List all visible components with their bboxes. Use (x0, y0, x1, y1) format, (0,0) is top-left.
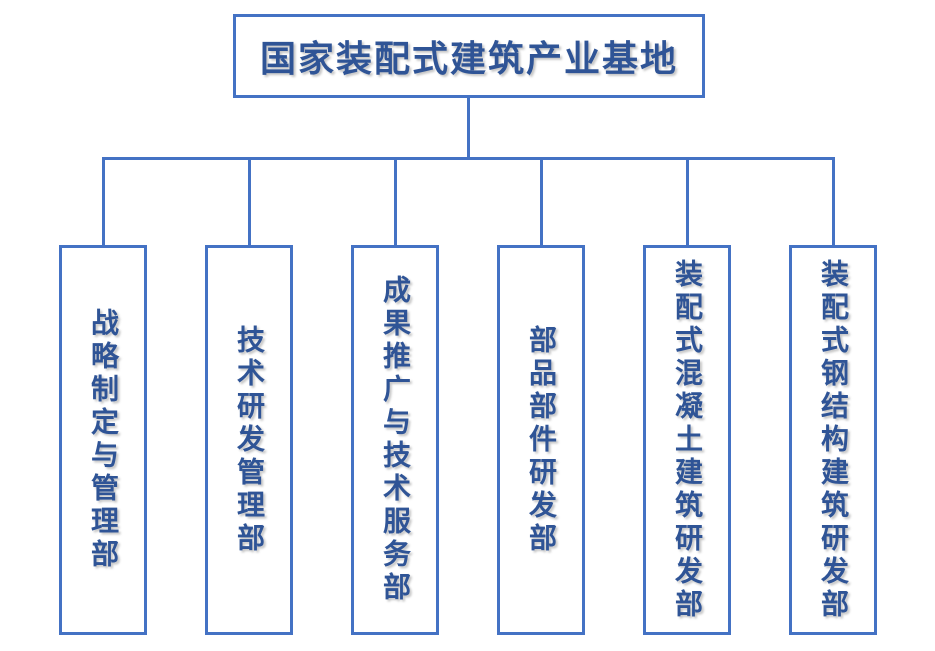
department-node-precast-concrete-rd: 装配式混凝土建筑研发部 (643, 245, 731, 635)
connector-drop-4 (540, 157, 543, 245)
department-node-steel-structure-rd: 装配式钢结构建筑研发部 (789, 245, 877, 635)
root-node-label: 国家装配式建筑产业基地 (259, 38, 678, 79)
department-node-parts-components-rd: 部品部件研发部 (497, 245, 585, 635)
department-node-promotion-tech-service: 成果推广与技术服务部 (351, 245, 439, 635)
connector-drop-6 (832, 157, 835, 245)
department-label: 装配式混凝土建筑研发部 (672, 258, 703, 622)
connector-drop-2 (248, 157, 251, 245)
connector-drop-5 (686, 157, 689, 245)
department-label: 技术研发管理部 (234, 324, 265, 556)
department-node-strategy-management: 战略制定与管理部 (59, 245, 147, 635)
root-node: 国家装配式建筑产业基地 (233, 14, 705, 98)
connector-horizontal-bar (102, 157, 835, 160)
department-label: 装配式钢结构建筑研发部 (818, 258, 849, 622)
connector-drop-1 (102, 157, 105, 245)
department-label: 部品部件研发部 (526, 324, 557, 556)
department-label: 战略制定与管理部 (88, 308, 119, 572)
connector-drop-3 (394, 157, 397, 245)
department-label: 成果推广与技术服务部 (380, 275, 411, 605)
connector-root-stem (467, 98, 470, 158)
department-node-tech-rd-management: 技术研发管理部 (205, 245, 293, 635)
